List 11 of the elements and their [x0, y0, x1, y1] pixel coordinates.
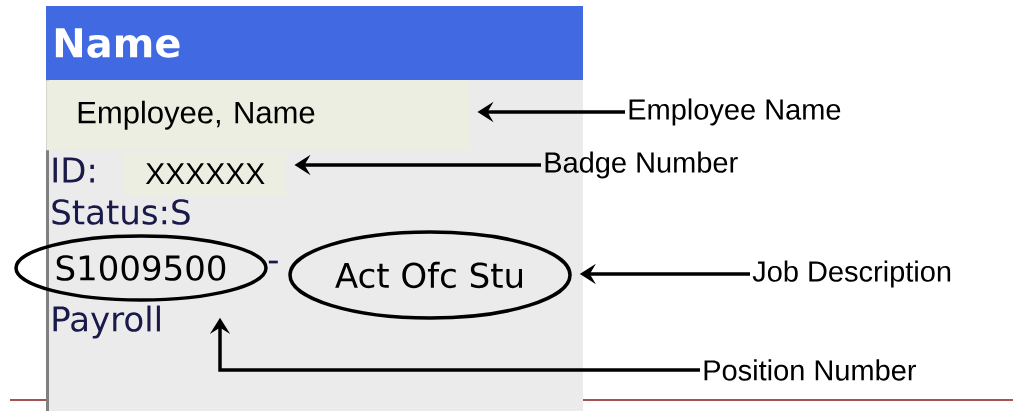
text-field: XXXXXX	[124, 152, 287, 196]
callout-label: Job Description	[752, 260, 951, 288]
field-label: -	[268, 260, 278, 264]
circled-text: S1009500	[14, 234, 268, 302]
callout-label: Employee Name	[629, 98, 841, 126]
callout-label: Badge Number	[545, 151, 738, 179]
circled-text: Act Ofc Stu	[288, 230, 572, 320]
callout-label: Position Number	[704, 359, 916, 381]
field-label: ID:	[53, 157, 94, 183]
field-label: Status:S	[52, 199, 190, 225]
node-label: XXXXXX	[145, 163, 265, 185]
